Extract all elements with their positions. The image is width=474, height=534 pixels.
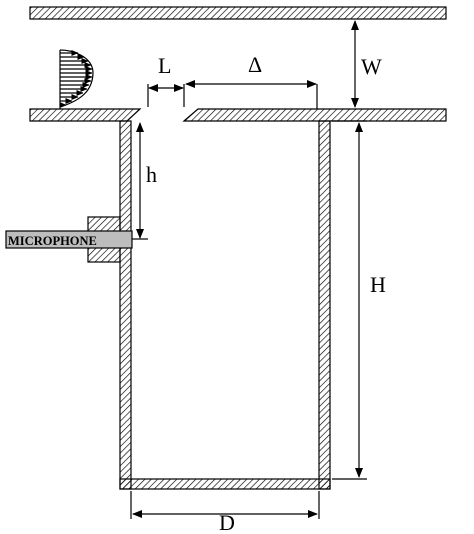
cavity-bottom-wall bbox=[119, 478, 331, 490]
label-H: H bbox=[370, 272, 386, 297]
label-delta: Δ bbox=[248, 52, 262, 77]
microphone-body bbox=[5, 230, 133, 249]
dimension-L bbox=[147, 84, 185, 107]
dimension-delta bbox=[185, 80, 318, 109]
channel-wall-right bbox=[182, 108, 447, 122]
top-wall bbox=[29, 6, 447, 20]
dimension-h bbox=[132, 122, 148, 240]
cavity-left-wall bbox=[119, 120, 132, 490]
label-W: W bbox=[361, 54, 382, 79]
label-h: h bbox=[146, 162, 157, 187]
channel-wall-left bbox=[29, 108, 142, 122]
microphone-label: MICROPHONE bbox=[8, 234, 97, 248]
dimension-D bbox=[130, 491, 320, 519]
label-D: D bbox=[219, 510, 235, 534]
label-L: L bbox=[158, 53, 171, 78]
velocity-profile-icon bbox=[59, 49, 94, 109]
cavity-right-wall bbox=[318, 120, 331, 490]
dimension-H bbox=[332, 120, 367, 480]
microphone: MICROPHONE bbox=[5, 216, 133, 263]
